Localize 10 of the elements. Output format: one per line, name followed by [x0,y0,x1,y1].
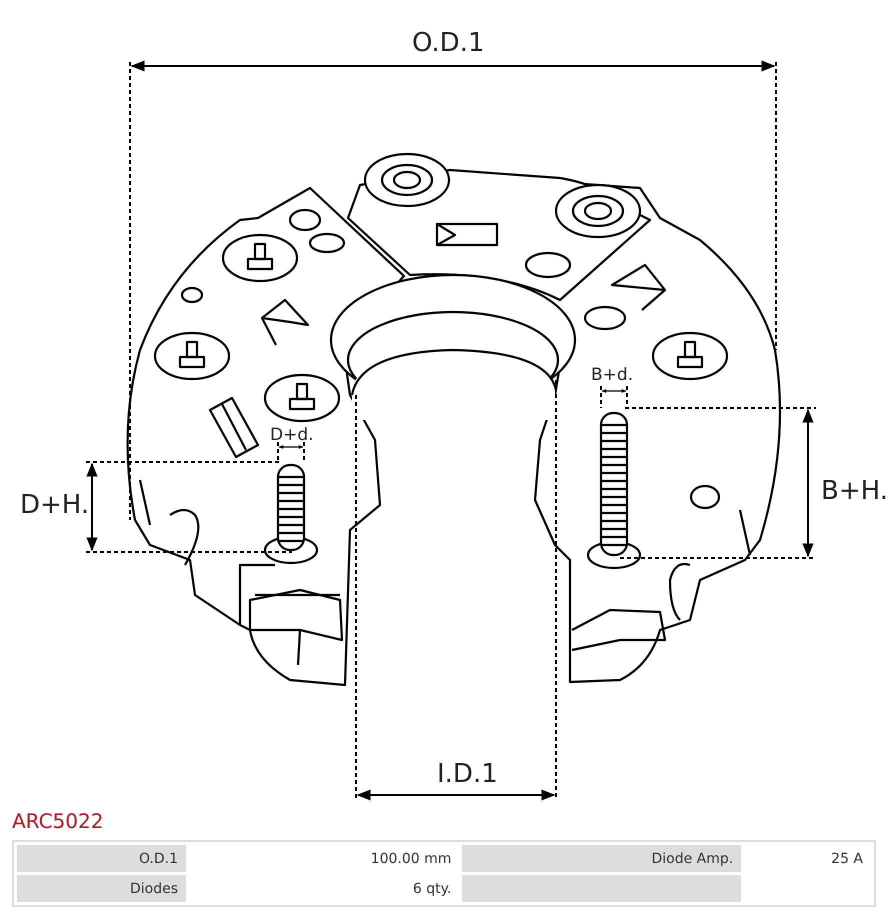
spec-name: O.D.1 [17,845,186,872]
dimension-label: B+H. [821,478,888,504]
dimension-label: O.D.1 [412,30,485,56]
dimension-label: B+d. [591,367,634,384]
spec-name: Diodes [17,875,186,902]
spec-name: Diode Amp. [462,845,742,872]
dimension-label: D+d. [270,427,314,444]
dimension-label: D+H. [20,492,90,518]
dimension-label: I.D.1 [437,761,498,787]
part-number: ARC5022 [12,811,104,831]
